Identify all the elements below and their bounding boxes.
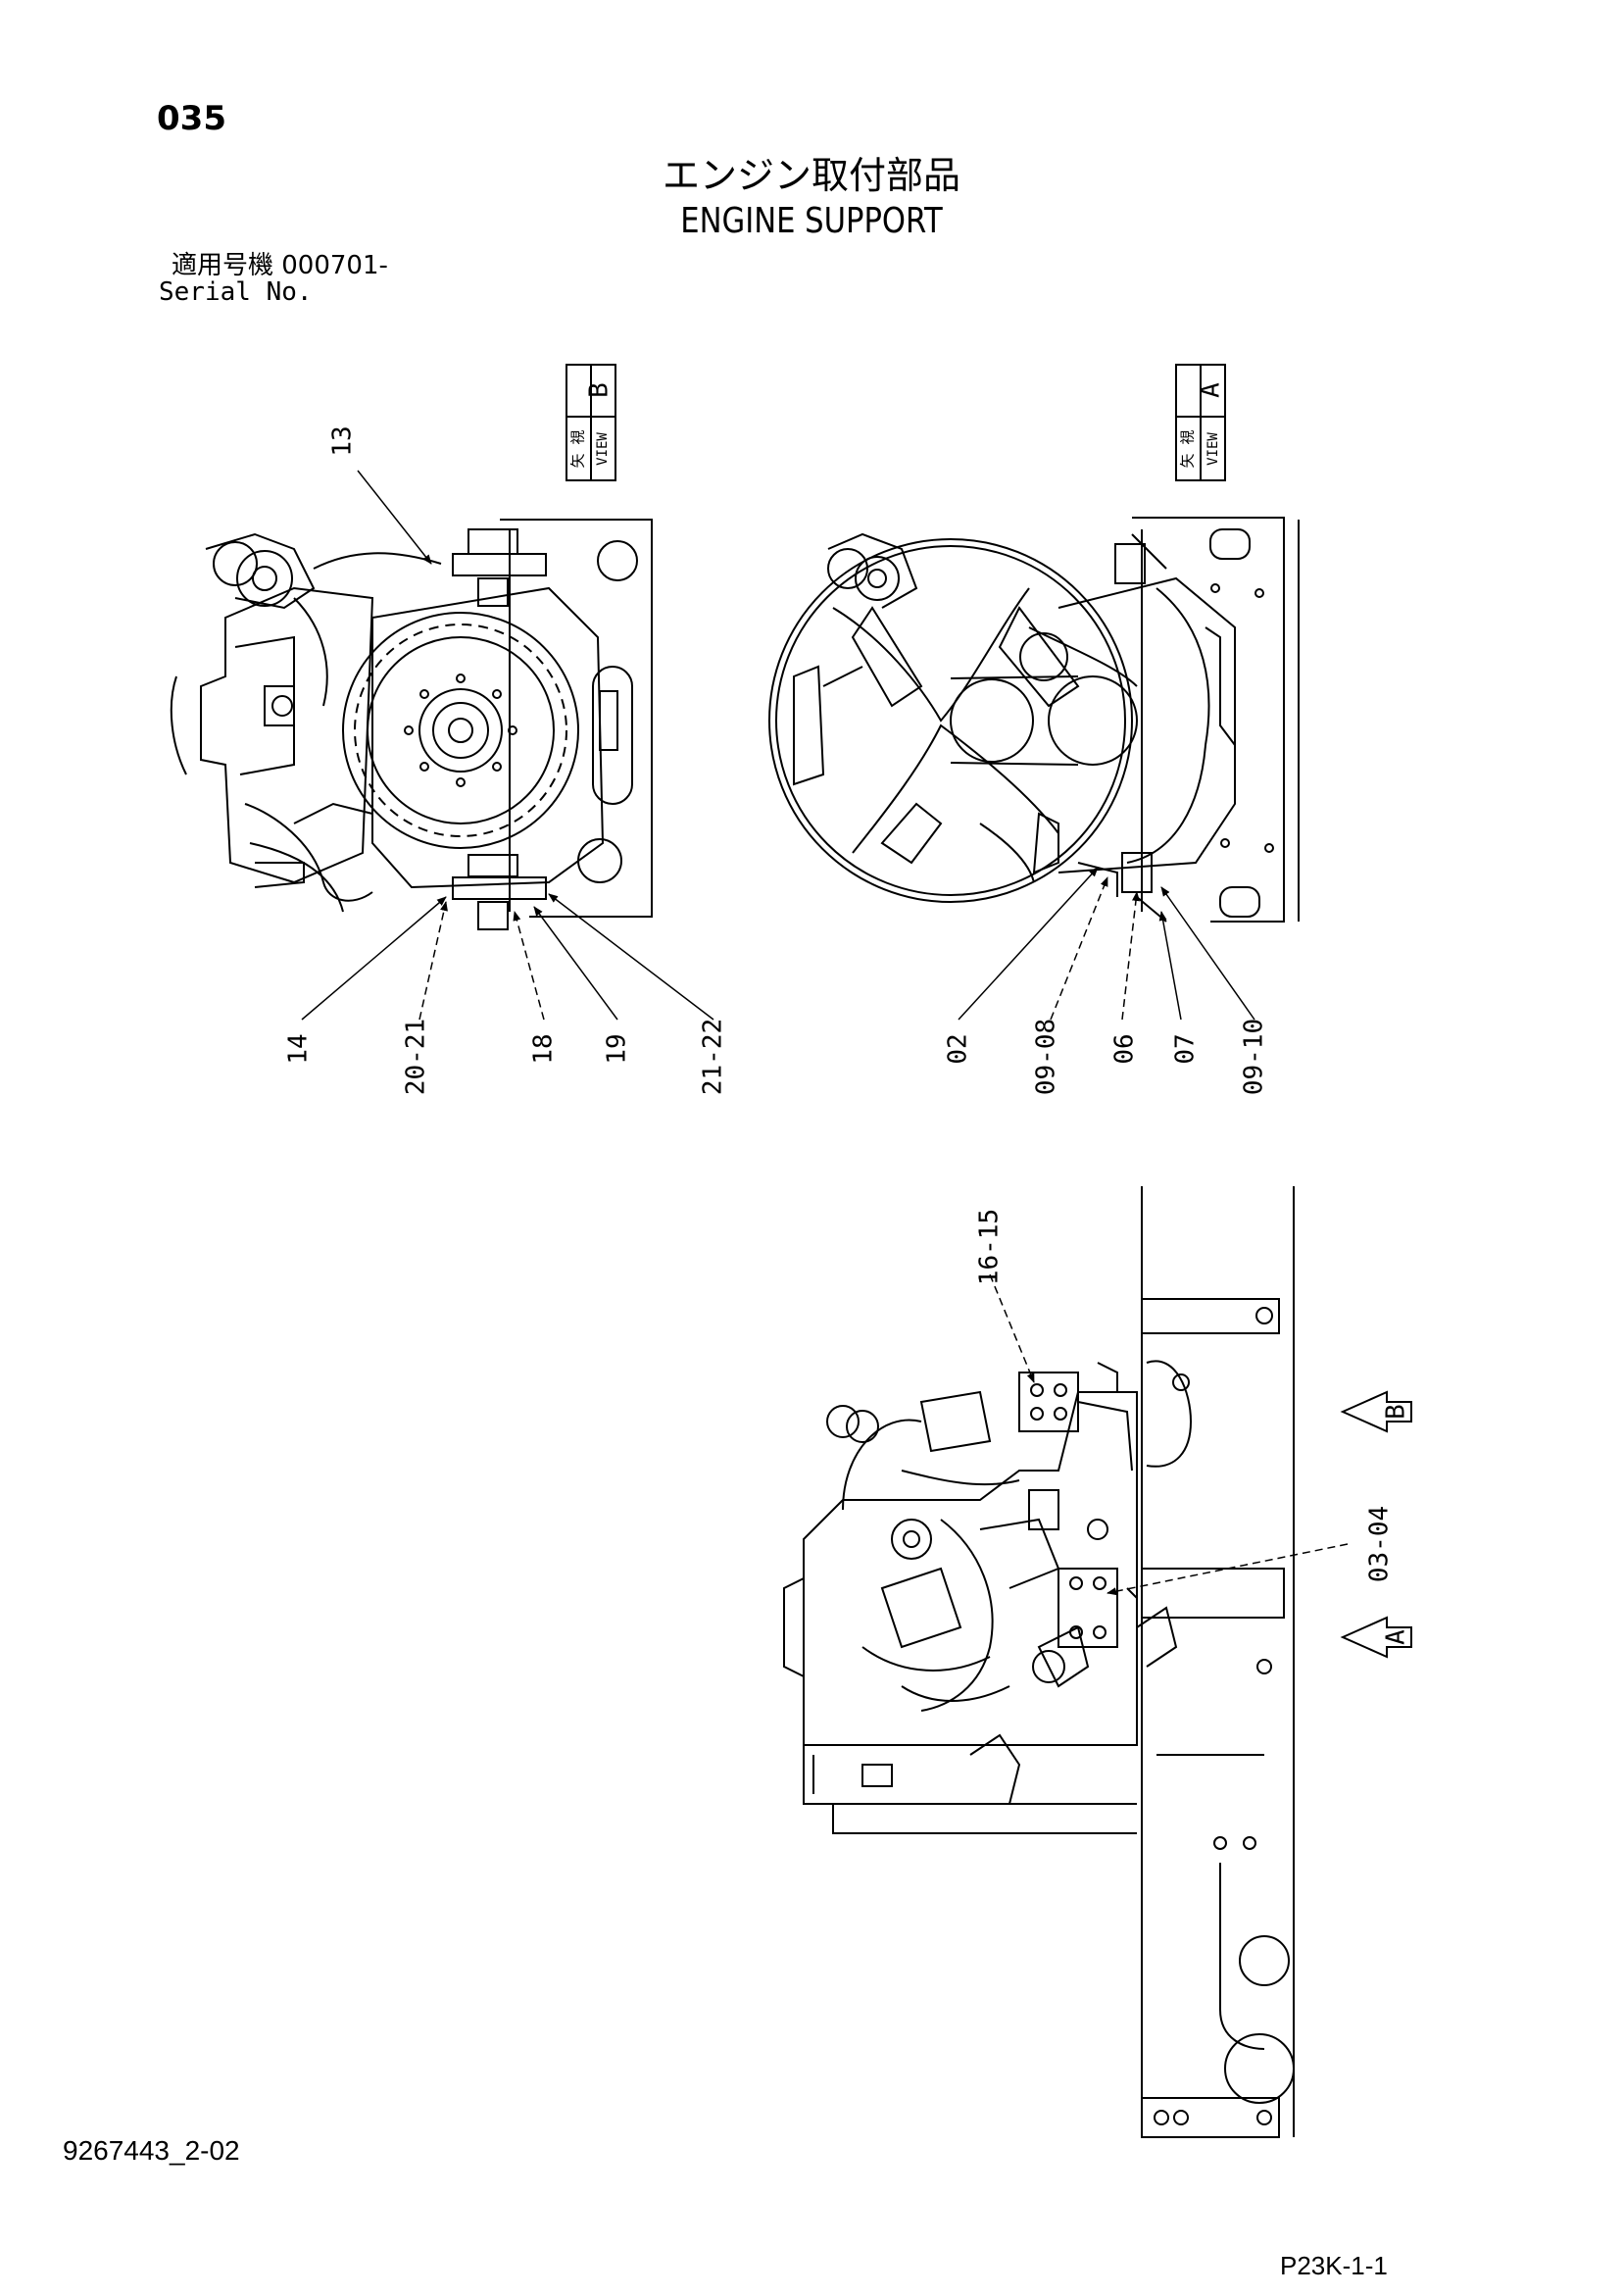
callout-03-04: 03-04 (1365, 1506, 1395, 1582)
top-view-drawing (783, 1186, 1295, 2138)
view-b-jp: 矢 視 (569, 429, 587, 468)
view-arrow-b-letter: B (1382, 1404, 1411, 1420)
view-arrow-b: B (1340, 1390, 1412, 1433)
view-b-drawing (170, 519, 653, 930)
callout-07: 07 (1171, 1033, 1201, 1064)
page-title: ENGINE SUPPORT (680, 201, 943, 241)
view-a-letter: A (1197, 382, 1226, 398)
page-number: 035 (157, 99, 226, 138)
callout-02: 02 (944, 1033, 973, 1064)
view-arrow-a-letter: A (1382, 1629, 1411, 1645)
view-b-letter: B (585, 382, 615, 398)
view-a-label: A VIEW 矢 視 (1175, 364, 1226, 481)
page-title-japanese: エンジン取付部品 (662, 154, 960, 197)
view-b-label: B VIEW 矢 視 (566, 364, 616, 481)
top-view-leaders (989, 1273, 1349, 1596)
view-b-en: VIEW (595, 432, 611, 466)
view-a-en: VIEW (1205, 432, 1221, 466)
callout-09-10: 09-10 (1240, 1019, 1269, 1095)
view-a-leaders (958, 867, 1255, 1021)
serial-number-label: Serial No. (159, 277, 313, 307)
view-a-jp: 矢 視 (1179, 429, 1197, 468)
view-a-drawing (768, 517, 1300, 923)
callout-09-08: 09-08 (1032, 1019, 1061, 1095)
callout-21-22: 21-22 (699, 1019, 728, 1095)
view-b-leaders (301, 470, 714, 1021)
callout-20-21: 20-21 (402, 1019, 431, 1095)
document-code: 9267443_2-02 (63, 2135, 240, 2166)
sheet-code: P23K-1-1 (1280, 2251, 1388, 2280)
callout-19: 19 (603, 1033, 632, 1064)
callout-14: 14 (284, 1033, 314, 1064)
callout-16-15: 16-15 (975, 1209, 1005, 1285)
callout-13: 13 (328, 425, 358, 456)
callout-18: 18 (529, 1033, 559, 1064)
serial-range-label: 適用号機 000701- (172, 251, 388, 280)
view-arrow-a: A (1340, 1616, 1412, 1659)
callout-06: 06 (1110, 1033, 1140, 1064)
